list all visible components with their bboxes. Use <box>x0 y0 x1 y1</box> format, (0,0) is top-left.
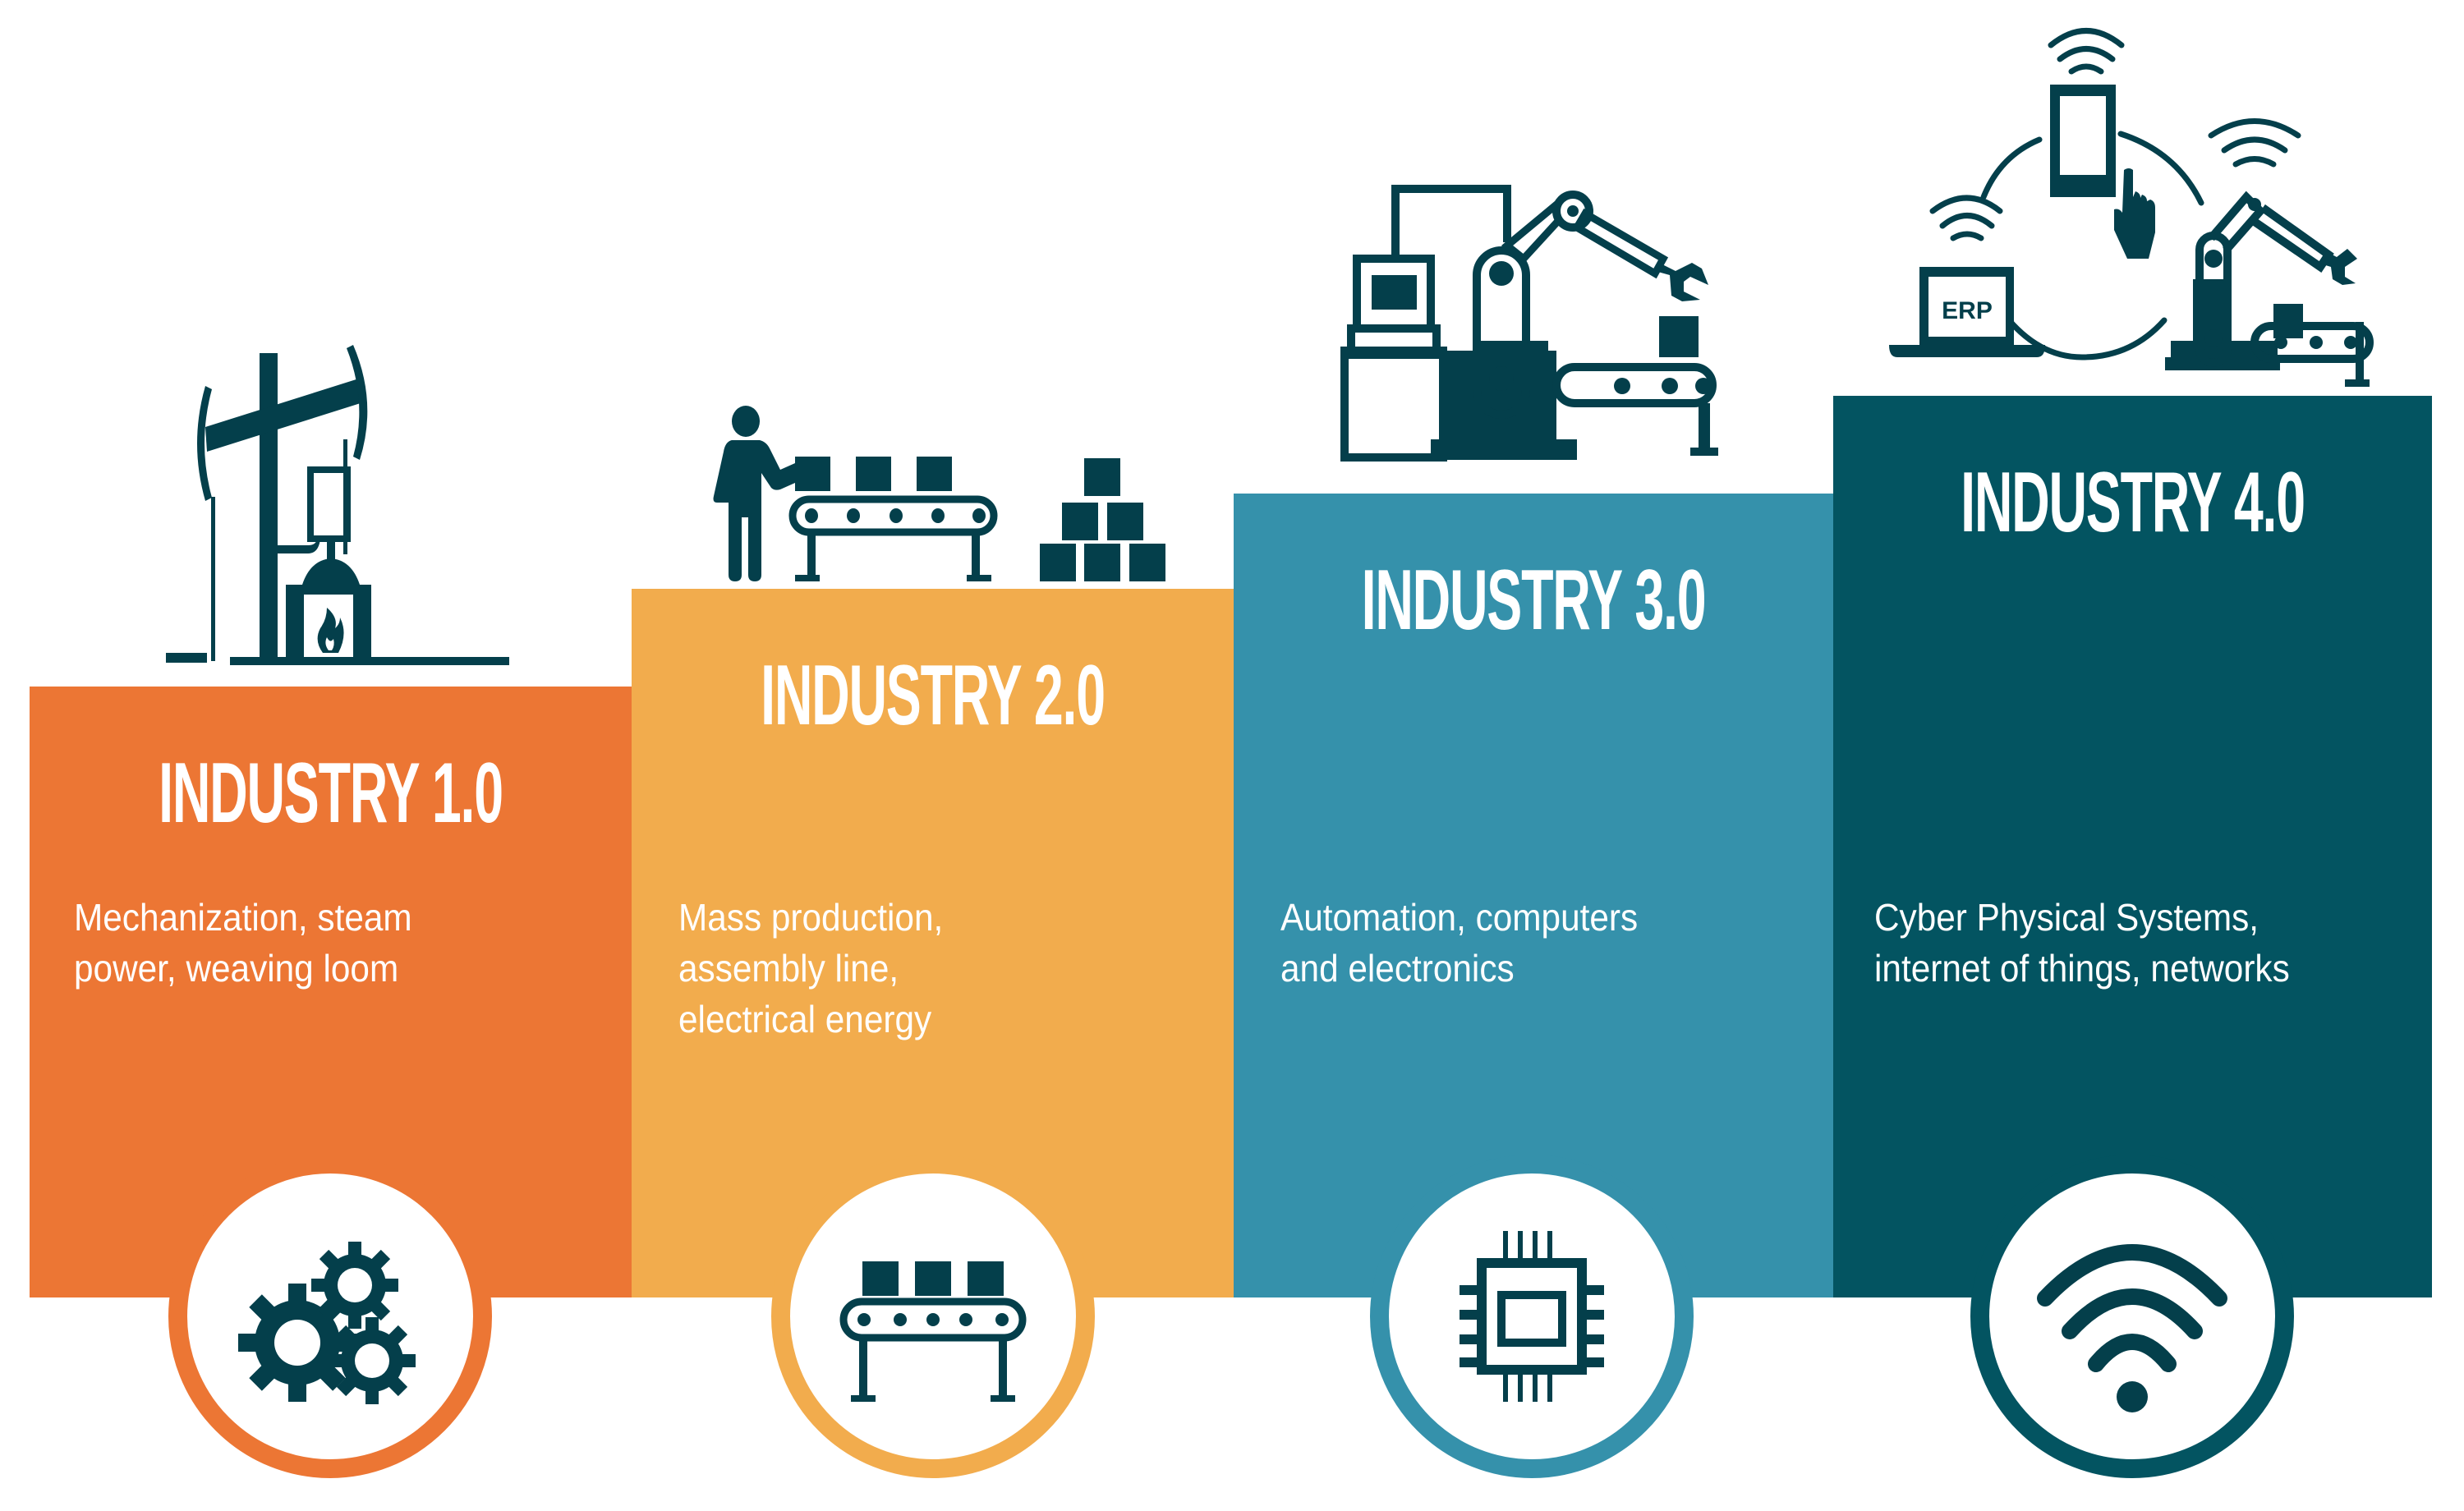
industry-1-description: Mechanization, steam power, weaving loom <box>74 896 412 990</box>
industry-1-circle <box>168 1155 492 1478</box>
microchip-icon <box>1460 1231 1604 1402</box>
worker-assembly-line-icon <box>713 406 1165 581</box>
industry-4-circle <box>1970 1155 2294 1478</box>
conveyor-belt-icon <box>839 1261 1027 1402</box>
industry-3-circle <box>1370 1155 1694 1478</box>
industry-2-circle <box>771 1155 1095 1478</box>
industry-3-description: Automation, computers and electronics <box>1280 896 1639 990</box>
connected-iot-network-icon: ERP <box>1889 28 2374 387</box>
robot-arm-computer-icon <box>1340 185 1718 462</box>
steam-engine-pump-icon <box>166 345 509 665</box>
gears-icon <box>238 1242 416 1404</box>
industry-4-description: Cyber Physical Systems, internet of thin… <box>1874 896 2290 990</box>
industry-1-title: INDUSTRY 1.0 <box>159 746 503 841</box>
industry-4-panel: INDUSTRY 4.0 Cyber Physical Systems, int… <box>1833 396 2432 1297</box>
industry-3-title: INDUSTRY 3.0 <box>1361 553 1707 648</box>
wifi-icon <box>2037 1244 2227 1412</box>
industry-4-title: INDUSTRY 4.0 <box>1961 455 2305 550</box>
industry-2-title: INDUSTRY 2.0 <box>761 648 1106 743</box>
industry-2-description: Mass production, assembly line, electric… <box>678 896 944 1040</box>
erp-label: ERP <box>1942 297 1993 324</box>
